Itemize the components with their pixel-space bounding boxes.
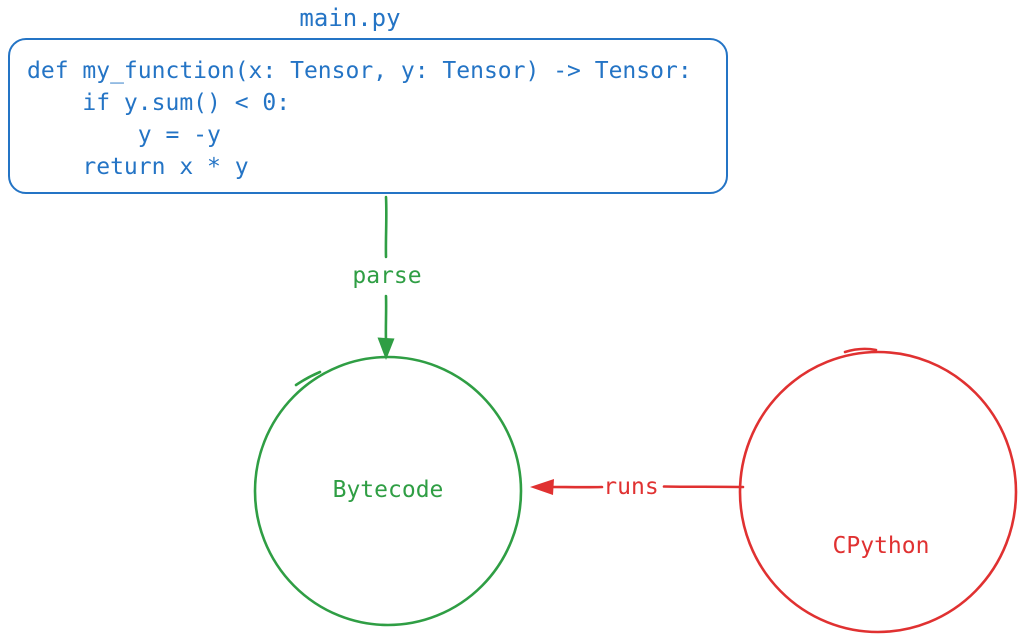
runs-arrow — [530, 479, 745, 495]
bytecode-node-label: Bytecode — [332, 477, 444, 503]
file-title: main.py — [299, 4, 401, 32]
interpreter-node-label-line1: CPython — [832, 533, 930, 559]
runs-arrow-label: runs — [603, 474, 659, 500]
parse-arrow — [377, 195, 395, 360]
code-line: if y.sum() < 0: — [27, 90, 291, 116]
bytecode-circle — [253, 355, 523, 627]
interpreter-circle — [738, 347, 1018, 634]
code-line: def my_function(x: Tensor, y: Tensor) ->… — [27, 58, 692, 84]
code-box: def my_function(x: Tensor, y: Tensor) ->… — [8, 38, 728, 194]
code-line: return x * y — [27, 154, 249, 180]
code-line: y = -y — [27, 122, 221, 148]
parse-arrow-label: parse — [352, 263, 422, 289]
interpreter-node-label: CPython interpreter — [756, 449, 1006, 637]
code-lines: def my_function(x: Tensor, y: Tensor) ->… — [27, 55, 692, 183]
